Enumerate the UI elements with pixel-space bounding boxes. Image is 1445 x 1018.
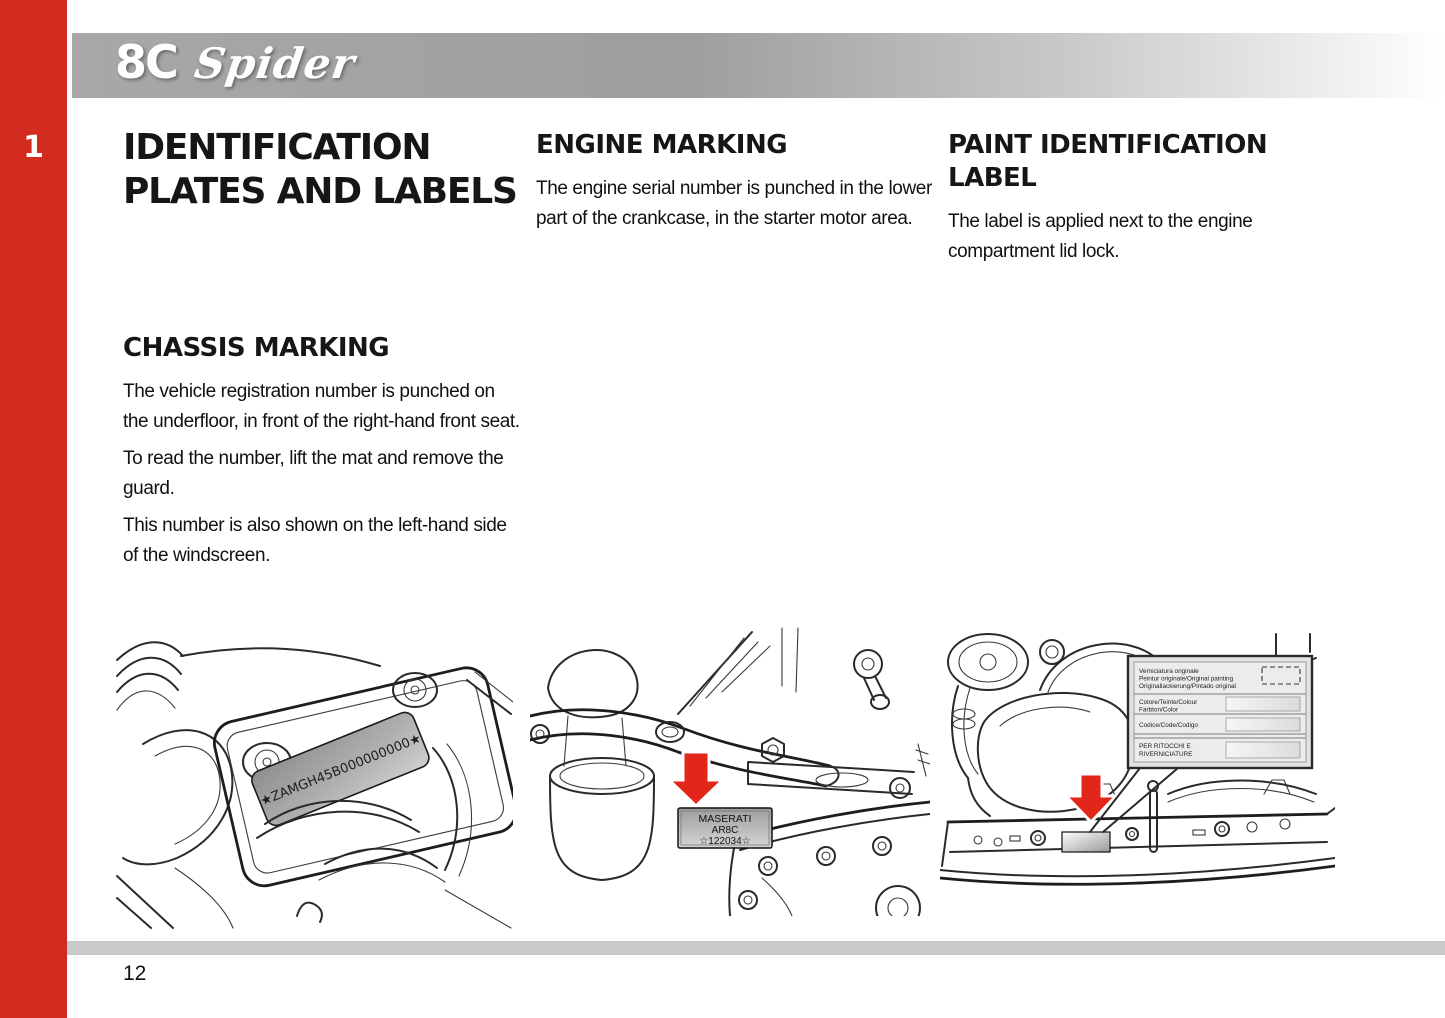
engine-body: The engine serial number is punched in t… <box>536 174 941 234</box>
paint-label-row1-line1: Verniciatura originale <box>1139 668 1199 675</box>
figure-paint-label: Verniciatura originale Peintur originale… <box>940 626 1335 886</box>
paint-label-callout: Verniciatura originale Peintur originale… <box>1126 654 1314 770</box>
footer-bar <box>67 941 1445 955</box>
paint-plate <box>1061 831 1111 853</box>
chassis-paragraph-3: This number is also shown on the left-ha… <box>123 515 507 566</box>
dashed-box <box>1261 666 1301 685</box>
figure-engine-marking: MASERATI AR8C ☆122034☆ <box>530 626 930 916</box>
logo-spider-text: Spider <box>191 39 359 88</box>
column-identification: IDENTIFICATION PLATES AND LABELS CHASSIS… <box>123 126 523 578</box>
red-arrow-icon <box>665 750 727 809</box>
brand-logo: 8C Spider <box>115 35 359 89</box>
paint-label-row4-line1: PER RITOCCHI E <box>1139 743 1191 750</box>
column-paint: PAINT IDENTIFICATION LABEL The label is … <box>948 129 1348 274</box>
paint-body: The label is applied next to the engine … <box>948 207 1348 267</box>
beam-bolts <box>973 818 1291 847</box>
chapter-stripe <box>0 0 67 1018</box>
chassis-number-plate: ★ZAMGH45B000000000★ <box>251 711 430 827</box>
paint-illustration-svg: Verniciatura originale Peintur originale… <box>940 633 1335 886</box>
paint-label-row2-line1: Colore/Teinte/Colour <box>1139 699 1198 706</box>
screw-heads <box>738 836 892 910</box>
engine-plate-line1: MASERATI <box>699 813 752 825</box>
figure-chassis-marking: ★ZAMGH45B000000000★ <box>115 626 513 931</box>
chassis-illustration-svg: ★ZAMGH45B000000000★ <box>116 641 513 929</box>
logo-8c-text: 8C <box>115 35 179 89</box>
heading-chassis-marking: CHASSIS MARKING <box>123 333 390 363</box>
paint-paragraph-1: The label is applied next to the engine … <box>948 211 1253 262</box>
red-arrow-icon <box>1062 772 1120 825</box>
hex-bolt-icon <box>761 737 785 763</box>
column-engine: ENGINE MARKING The engine serial number … <box>536 129 941 241</box>
header-bar: 8C Spider <box>72 33 1445 98</box>
chassis-paragraph-2: To read the number, lift the mat and rem… <box>123 448 504 499</box>
paint-label-row1-line2: Peintur originale/Original painting <box>1139 676 1234 683</box>
chapter-number: 1 <box>23 130 44 165</box>
bolt-icon <box>530 724 550 744</box>
engine-number-plate: MASERATI AR8C ☆122034☆ <box>677 807 773 849</box>
page-number: 12 <box>123 962 147 985</box>
engine-illustration-svg: MASERATI AR8C ☆122034☆ <box>530 627 930 916</box>
paint-label-row3: Codice/Code/Codigo <box>1139 722 1198 729</box>
paint-label-row2-line2: Farbton/Color <box>1139 707 1179 714</box>
engine-plate-line2: AR8C <box>712 825 739 836</box>
bolt-icon <box>853 649 883 679</box>
page-title: IDENTIFICATION PLATES AND LABELS <box>123 127 518 212</box>
paint-label-row4-line2: RIVERNICIATURE <box>1139 751 1193 758</box>
chassis-paragraph-1: The vehicle registration number is punch… <box>123 381 520 432</box>
bolt-icon <box>392 672 438 708</box>
heading-engine-marking: ENGINE MARKING <box>536 130 788 160</box>
engine-plate-line3: ☆122034☆ <box>699 836 750 847</box>
underfloor-frame <box>212 666 513 888</box>
engine-paragraph-1: The engine serial number is punched in t… <box>536 178 932 229</box>
paint-label-row1-line3: Originallackierung/Pintado original <box>1139 683 1236 690</box>
heading-paint-label: PAINT IDENTIFICATION LABEL <box>948 130 1268 193</box>
chassis-body: The vehicle registration number is punch… <box>123 377 523 571</box>
